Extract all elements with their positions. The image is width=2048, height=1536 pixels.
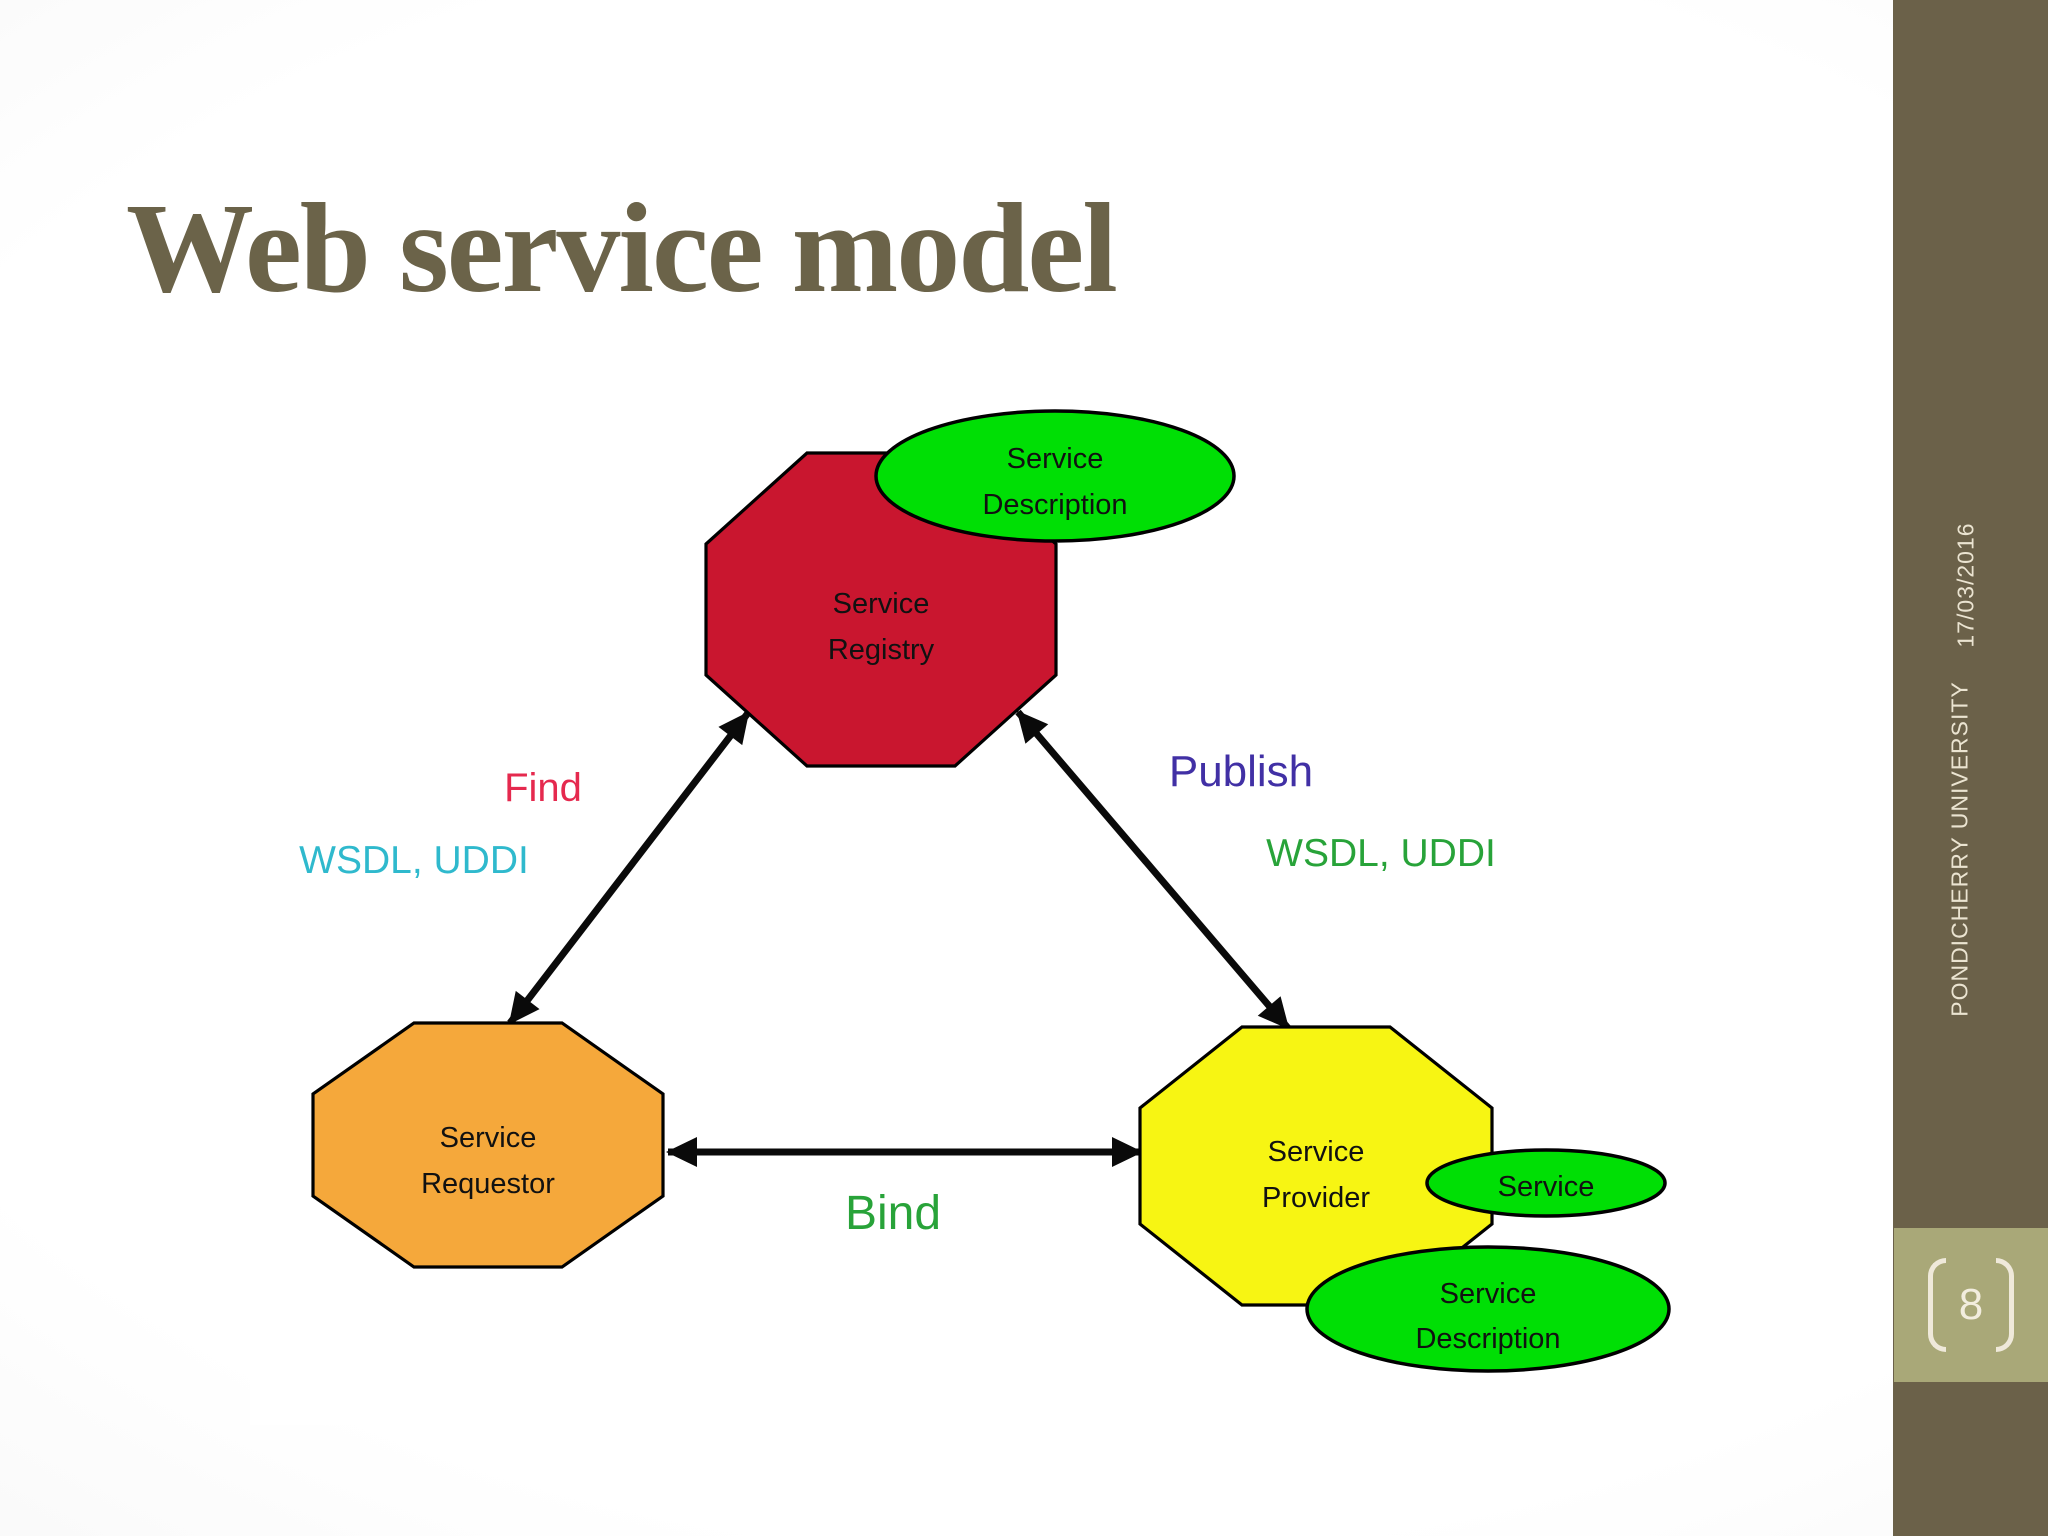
- find-label: Find: [504, 766, 582, 810]
- find-arrow: [507, 710, 751, 1026]
- service-requestor-label-line2: Requestor: [421, 1168, 555, 1200]
- service-ellipse: [1425, 1148, 1667, 1218]
- publish-arrow: [1015, 709, 1291, 1031]
- service-ellipse-label: Service: [1498, 1171, 1595, 1203]
- service-description-top-label-line2: Description: [982, 489, 1127, 521]
- left-bracket-icon: [1927, 1258, 1946, 1352]
- sidebar: 17/03/2016 PONDICHERRY UNIVERSITY 8: [1893, 0, 2048, 1536]
- publish-protocols-label: WSDL, UDDI: [1266, 832, 1496, 875]
- page-number: 8: [1958, 1280, 1984, 1329]
- slide-date: 17/03/2016: [1952, 522, 1979, 648]
- service-description-bottom-label-line1: Service: [1440, 1278, 1537, 1310]
- service-provider-label-line2: Provider: [1262, 1182, 1370, 1214]
- find-protocols-label: WSDL, UDDI: [299, 839, 529, 882]
- service-registry-label-line1: Service: [833, 588, 930, 620]
- publish-label: Publish: [1169, 747, 1313, 796]
- service-requestor-octagon: [311, 1021, 665, 1269]
- service-provider-label-line1: Service: [1268, 1136, 1365, 1168]
- service-description-bottom-ellipse: [1305, 1245, 1671, 1373]
- page-number-box: 8: [1894, 1228, 2048, 1382]
- bind-label: Bind: [845, 1187, 941, 1240]
- service-description-top-ellipse: [874, 409, 1236, 543]
- service-description-top-label-line1: Service: [1007, 443, 1104, 475]
- service-requestor-label-line1: Service: [440, 1122, 537, 1154]
- service-description-bottom-label-line2: Description: [1415, 1323, 1560, 1355]
- page-title: Web service model: [126, 176, 1118, 319]
- right-bracket-icon: [1996, 1258, 2015, 1352]
- institution-name: PONDICHERRY UNIVERSITY: [1946, 681, 1973, 1017]
- service-registry-label-line2: Registry: [828, 634, 935, 666]
